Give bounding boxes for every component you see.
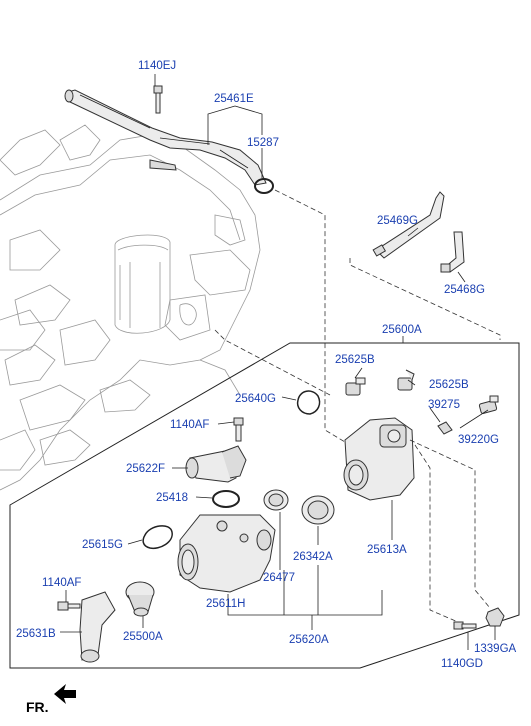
sensor-25625B-a <box>345 377 366 396</box>
engine-block-outline <box>0 124 261 491</box>
label-1339GA: 1339GA <box>474 643 517 655</box>
label-25418: 25418 <box>156 492 188 504</box>
hose-25468G <box>440 231 465 273</box>
o-ring-15287 <box>254 178 274 194</box>
label-1140AF-lower: 1140AF <box>42 577 81 589</box>
front-arrow-icon <box>54 684 76 704</box>
bolt-1140AF-upper <box>233 417 244 442</box>
water-inlet-fitting-25631B <box>79 591 116 663</box>
label-39220G: 39220G <box>458 434 499 446</box>
label-25500A: 25500A <box>123 631 163 643</box>
label-25469G: 25469G <box>377 215 418 227</box>
seal-26477 <box>263 489 289 511</box>
water-outlet-housing-25613A <box>343 417 415 501</box>
label-25640G: 25640G <box>235 393 276 405</box>
label-15287: 15287 <box>247 137 279 149</box>
seal-26342A <box>301 495 335 525</box>
front-direction-label: FR. <box>26 699 49 715</box>
bolt-1140EJ <box>153 85 163 114</box>
label-1140AF-upper: 1140AF <box>170 419 209 431</box>
thermostat-housing-25611H <box>177 514 276 593</box>
gasket-25640G <box>296 390 321 415</box>
bolt-1140AF-lower <box>57 601 81 611</box>
label-25620A: 25620A <box>289 634 329 646</box>
label-25625B-a: 25625B <box>335 354 375 366</box>
label-1140GD: 1140GD <box>441 658 483 670</box>
sensor-25625B-b <box>397 369 415 391</box>
label-26477: 26477 <box>263 572 295 584</box>
gasket-25615G <box>142 525 173 550</box>
o-ring-25418 <box>212 490 240 508</box>
label-25622F: 25622F <box>126 463 165 475</box>
label-25613A: 25613A <box>367 544 407 556</box>
label-25611H: 25611H <box>206 598 245 610</box>
label-1140EJ: 1140EJ <box>138 60 176 72</box>
bolt-1140GD <box>453 621 477 630</box>
assembly-box-25600A <box>9 342 520 669</box>
nut-1339GA <box>485 607 505 627</box>
label-26342A: 26342A <box>293 551 333 563</box>
hose-25469G <box>372 191 445 259</box>
label-25468G: 25468G <box>444 284 485 296</box>
clip-39275 <box>437 421 453 435</box>
thermostat-25500A <box>125 581 155 617</box>
water-pipe-25461E <box>64 89 267 186</box>
label-39275: 39275 <box>428 399 460 411</box>
label-25615G: 25615G <box>82 539 123 551</box>
pipe-fitting-25622F <box>185 445 247 483</box>
label-25461E: 25461E <box>214 93 254 105</box>
label-25625B-b: 25625B <box>429 379 469 391</box>
sensor-39220G <box>478 395 499 414</box>
label-25631B: 25631B <box>16 628 56 640</box>
label-25600A: 25600A <box>382 324 422 336</box>
